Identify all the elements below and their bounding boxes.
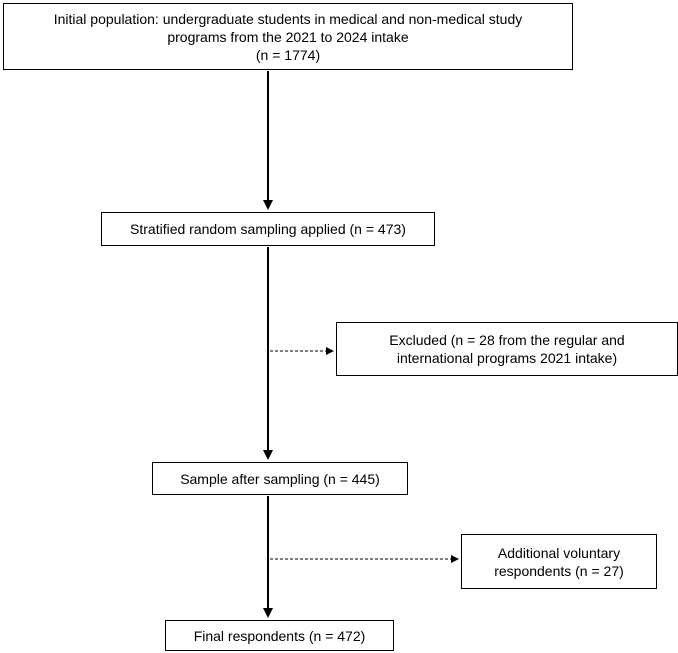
additional-respondents-box: Additional voluntary respondents (n = 27… (461, 534, 657, 589)
additional-line-2: respondents (n = 27) (494, 562, 624, 579)
final-respondents-box: Final respondents (n = 472) (165, 620, 394, 651)
initial-line-1: Initial population: undergraduate studen… (53, 10, 523, 27)
additional-line-1: Additional voluntary (497, 544, 621, 561)
stratified-sampling-box: Stratified random sampling applied (n = … (101, 212, 435, 246)
initial-line-2: programs from the 2021 to 2024 intake (167, 28, 409, 45)
excluded-line-1: Excluded (n = 28 from the regular and (389, 332, 625, 348)
final-line-1: Final respondents (n = 472) (193, 627, 366, 644)
stratified-line-1: Stratified random sampling applied (n = … (130, 221, 406, 237)
initial-population-box: Initial population: undergraduate studen… (3, 3, 573, 70)
excluded-line-2: international programs 2021 intake) (396, 350, 618, 366)
sample-after-sampling-box: Sample after sampling (n = 445) (152, 462, 408, 495)
sample-line-1: Sample after sampling (n = 445) (180, 470, 380, 487)
excluded-box: Excluded (n = 28 from the regular and in… (336, 322, 678, 376)
initial-line-3: (n = 1774) (255, 46, 321, 63)
